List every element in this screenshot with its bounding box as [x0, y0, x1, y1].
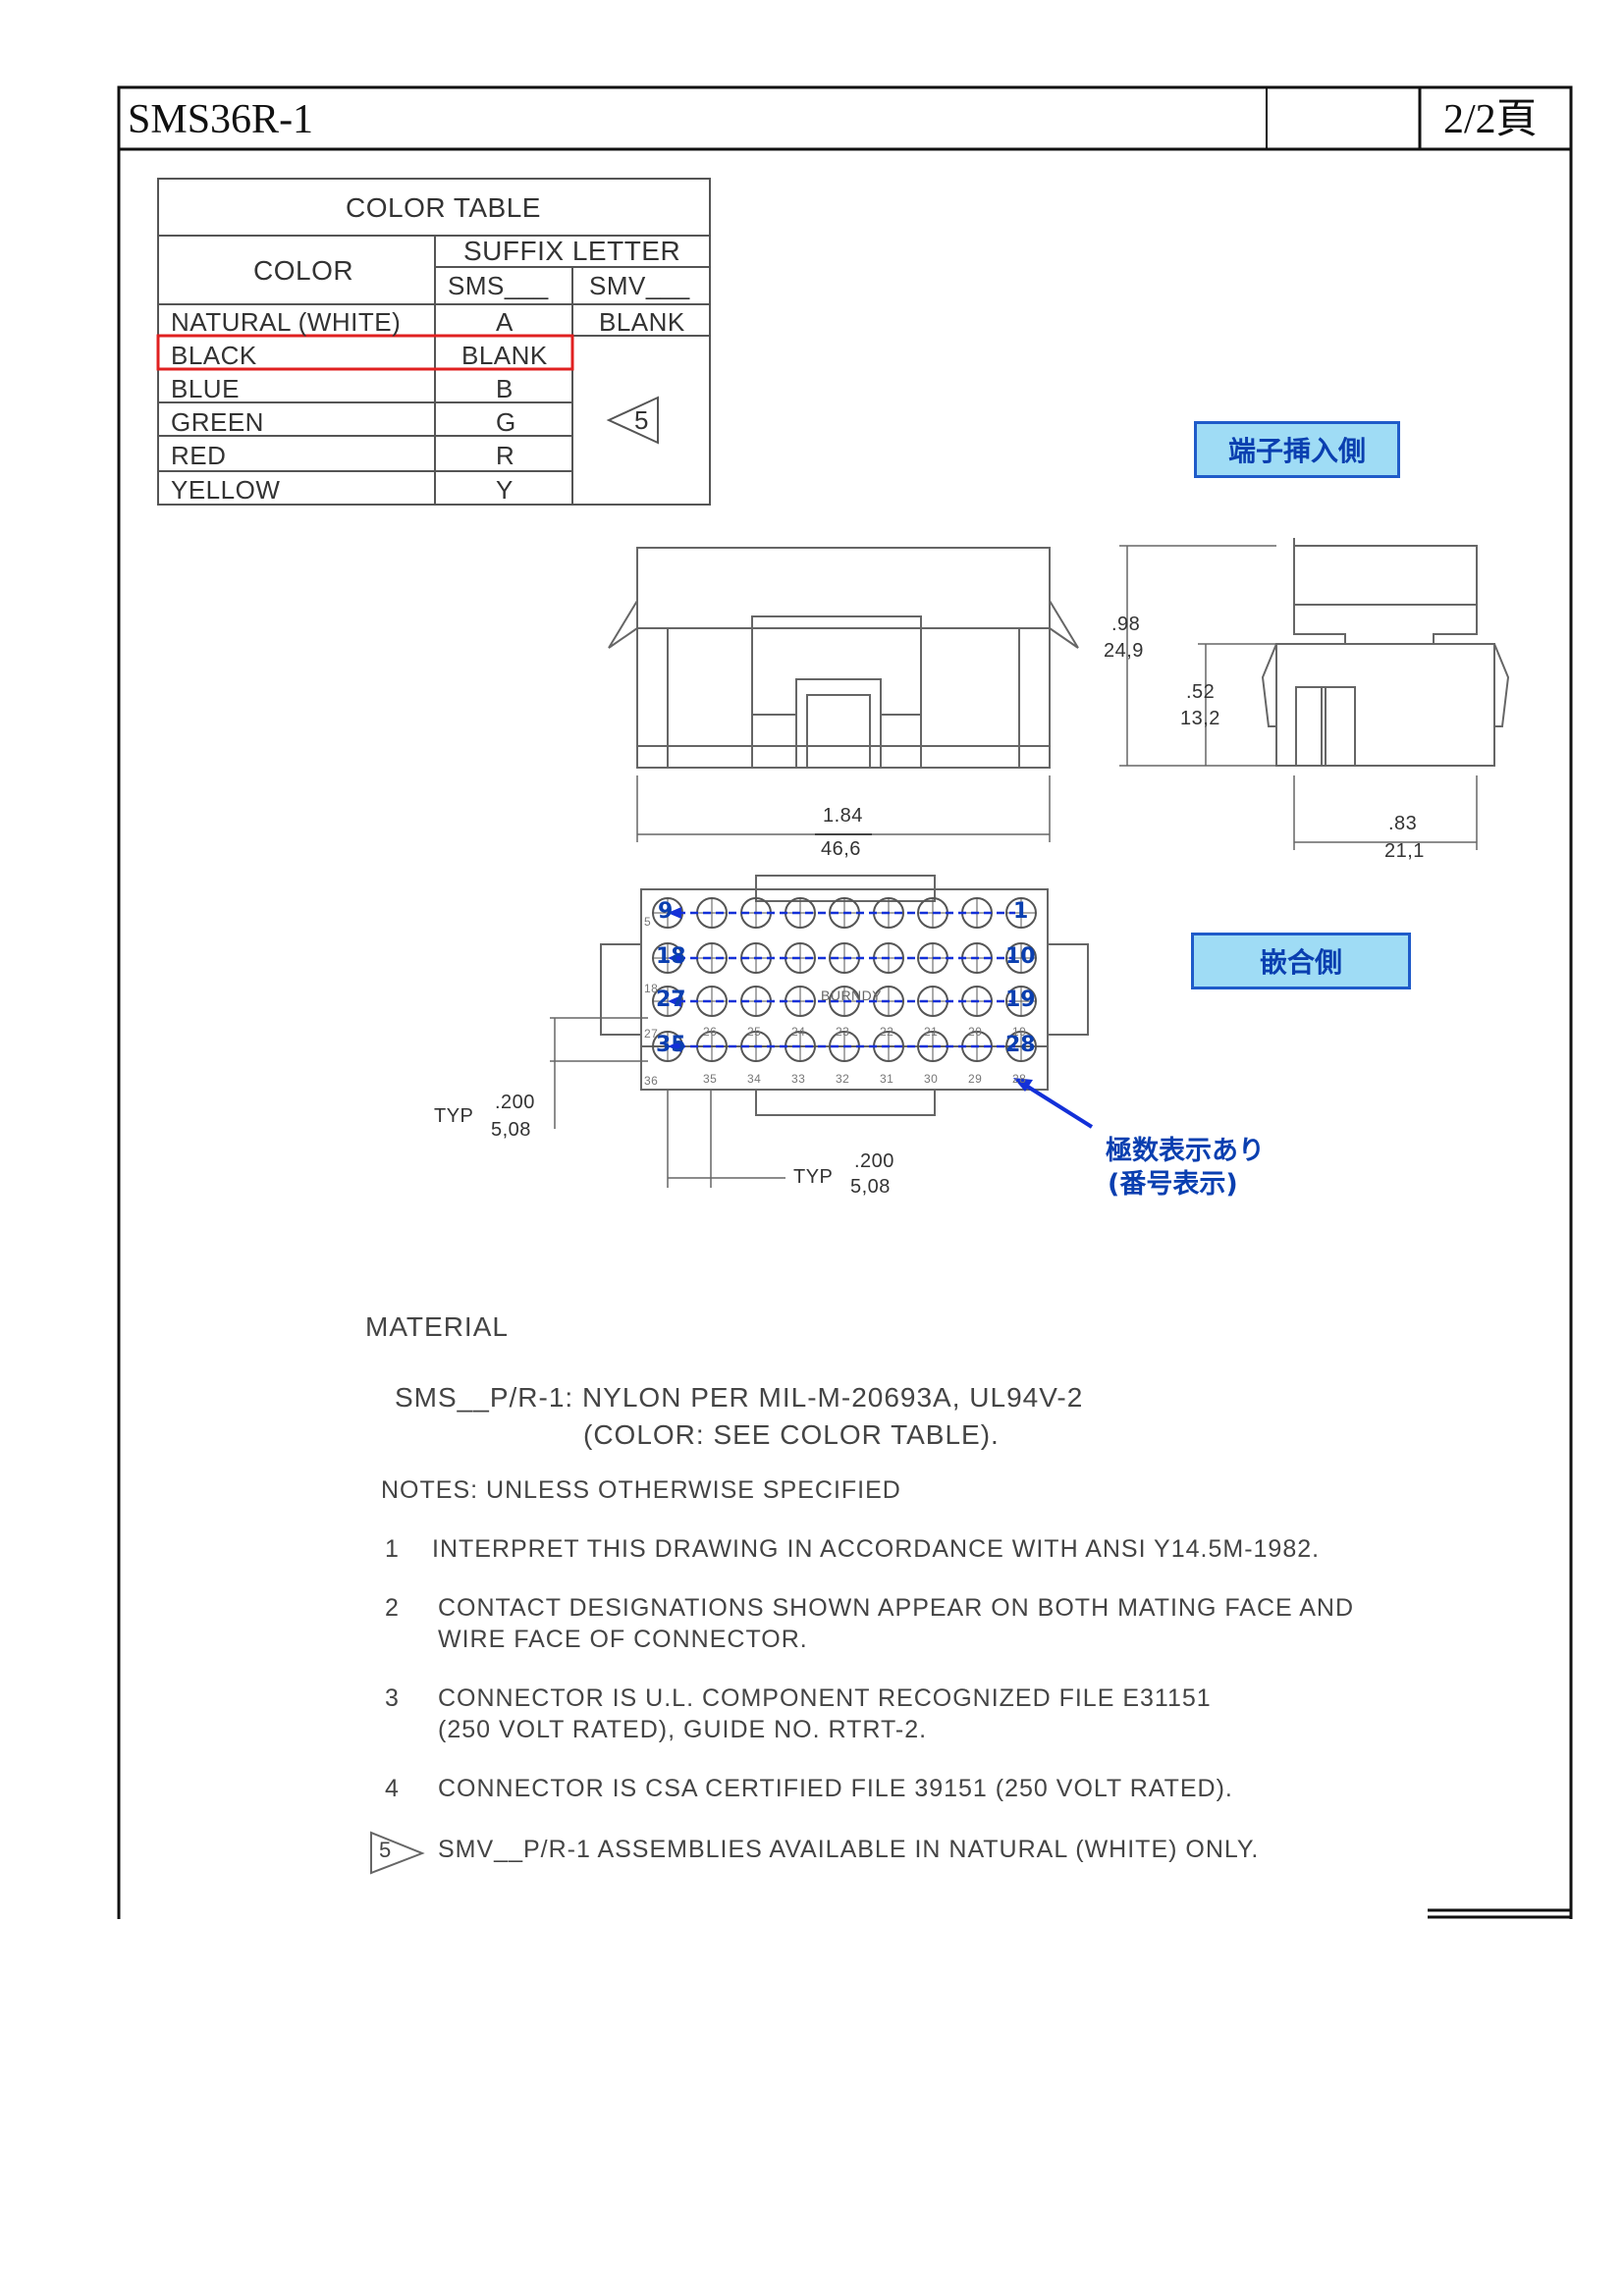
pin-label: 18 [656, 944, 686, 969]
pin-small: 35 [703, 1072, 718, 1086]
row-color: NATURAL (WHITE) [171, 307, 402, 337]
height-mm: 24,9 [1104, 640, 1144, 662]
terminal-insertion-side-label: 端子挿入側 [1194, 421, 1400, 478]
note-number: 2 [385, 1594, 400, 1622]
pin-label: 1 [1013, 899, 1029, 924]
color-table-title: COLOR TABLE [346, 192, 541, 223]
pin-small: 24 [791, 1025, 806, 1039]
pin-small: 29 [968, 1072, 983, 1086]
pin-small: 31 [880, 1072, 894, 1086]
sub-sms-header: SMS___ [448, 271, 549, 300]
mid-inch: .52 [1186, 681, 1216, 703]
pitch-mm: 5,08 [491, 1119, 531, 1141]
pin-label: 9 [658, 899, 674, 924]
row-smv: BLANK [599, 307, 685, 337]
pin-label: 28 [1005, 1033, 1036, 1057]
note-text: WIRE FACE OF CONNECTOR. [438, 1626, 808, 1653]
polarity-note-line1: 極数表示あり [1106, 1136, 1265, 1166]
pin-small: 33 [791, 1072, 806, 1086]
pin-small: 32 [836, 1072, 850, 1086]
pin-small: 36 [644, 1074, 659, 1088]
notes-heading: NOTES: UNLESS OTHERWISE SPECIFIED [381, 1476, 901, 1504]
row-color: BLUE [171, 374, 240, 403]
pin-small: 22 [880, 1025, 894, 1039]
col-suffix-header: SUFFIX LETTER [463, 236, 681, 266]
row-sms: BLANK [461, 341, 548, 370]
page-number: 2/2頁 [1443, 97, 1538, 142]
pin-small: 23 [836, 1025, 850, 1039]
row-color: BLACK [171, 341, 257, 370]
pin-small: 21 [924, 1025, 939, 1039]
pin-small: 25 [747, 1025, 762, 1039]
pin-small: 30 [924, 1072, 939, 1086]
height-inch: .98 [1111, 614, 1141, 635]
row-color: RED [171, 441, 227, 470]
pin-label: 10 [1005, 944, 1036, 969]
row-sms: R [496, 441, 515, 470]
pin-small: 26 [703, 1025, 718, 1039]
note-flag-number: 5 [634, 405, 649, 435]
typ-label: TYP [793, 1166, 834, 1188]
note-text: CONTACT DESIGNATIONS SHOWN APPEAR ON BOT… [438, 1594, 1355, 1622]
note-text: SMV__P/R-1 ASSEMBLIES AVAILABLE IN NATUR… [438, 1836, 1260, 1863]
note-number: 4 [385, 1775, 400, 1802]
pitch-mm: 5,08 [850, 1176, 891, 1198]
width-inch: 1.84 [823, 805, 863, 827]
black-row-highlight [156, 334, 574, 371]
pin-small: 28 [1012, 1072, 1027, 1086]
polarity-note-line2: (番号表示) [1108, 1169, 1238, 1200]
note-text: INTERPRET THIS DRAWING IN ACCORDANCE WIT… [432, 1535, 1321, 1563]
pin-small: 5 [644, 915, 652, 929]
row-color: YELLOW [171, 475, 281, 505]
pin-label: 19 [1005, 988, 1036, 1012]
width-mm: 46,6 [821, 838, 861, 860]
pin-small: 18 [644, 982, 659, 995]
row-sms: Y [496, 475, 514, 505]
note-number: 1 [385, 1535, 400, 1563]
row-sms: B [496, 374, 514, 403]
pin-small: 27 [644, 1027, 659, 1041]
drawing-title: SMS36R-1 [128, 97, 314, 142]
row-sms: A [496, 307, 514, 337]
material-heading: MATERIAL [365, 1311, 509, 1342]
note-number: 3 [385, 1684, 400, 1712]
row-color: GREEN [171, 407, 264, 437]
col-color-header: COLOR [253, 255, 354, 286]
note-text: (250 VOLT RATED), GUIDE NO. RTRT-2. [438, 1716, 928, 1743]
pitch-inch: .200 [854, 1150, 894, 1172]
pin-small: 20 [968, 1025, 983, 1039]
brand-mark: BURNDY [821, 988, 883, 1003]
material-line1: SMS__P/R-1: NYLON PER MIL-M-20693A, UL94… [395, 1382, 1084, 1413]
pin-label: 35 [656, 1033, 686, 1057]
pin-small: 34 [747, 1072, 762, 1086]
mid-mm: 13,2 [1180, 708, 1220, 729]
note-text: CONNECTOR IS CSA CERTIFIED FILE 39151 (2… [438, 1775, 1233, 1802]
pin-label: 27 [656, 988, 686, 1012]
sub-smv-header: SMV___ [589, 271, 690, 300]
depth-inch: .83 [1388, 813, 1418, 834]
depth-mm: 21,1 [1384, 840, 1425, 862]
pin-small: 19 [1012, 1025, 1027, 1039]
mating-side-label: 嵌合側 [1191, 933, 1411, 989]
row-sms: G [496, 407, 516, 437]
pitch-inch: .200 [495, 1092, 535, 1113]
note-text: CONNECTOR IS U.L. COMPONENT RECOGNIZED F… [438, 1684, 1212, 1712]
material-line2: (COLOR: SEE COLOR TABLE). [583, 1419, 1000, 1450]
note-flag-number: 5 [379, 1838, 393, 1862]
typ-label: TYP [434, 1105, 474, 1127]
